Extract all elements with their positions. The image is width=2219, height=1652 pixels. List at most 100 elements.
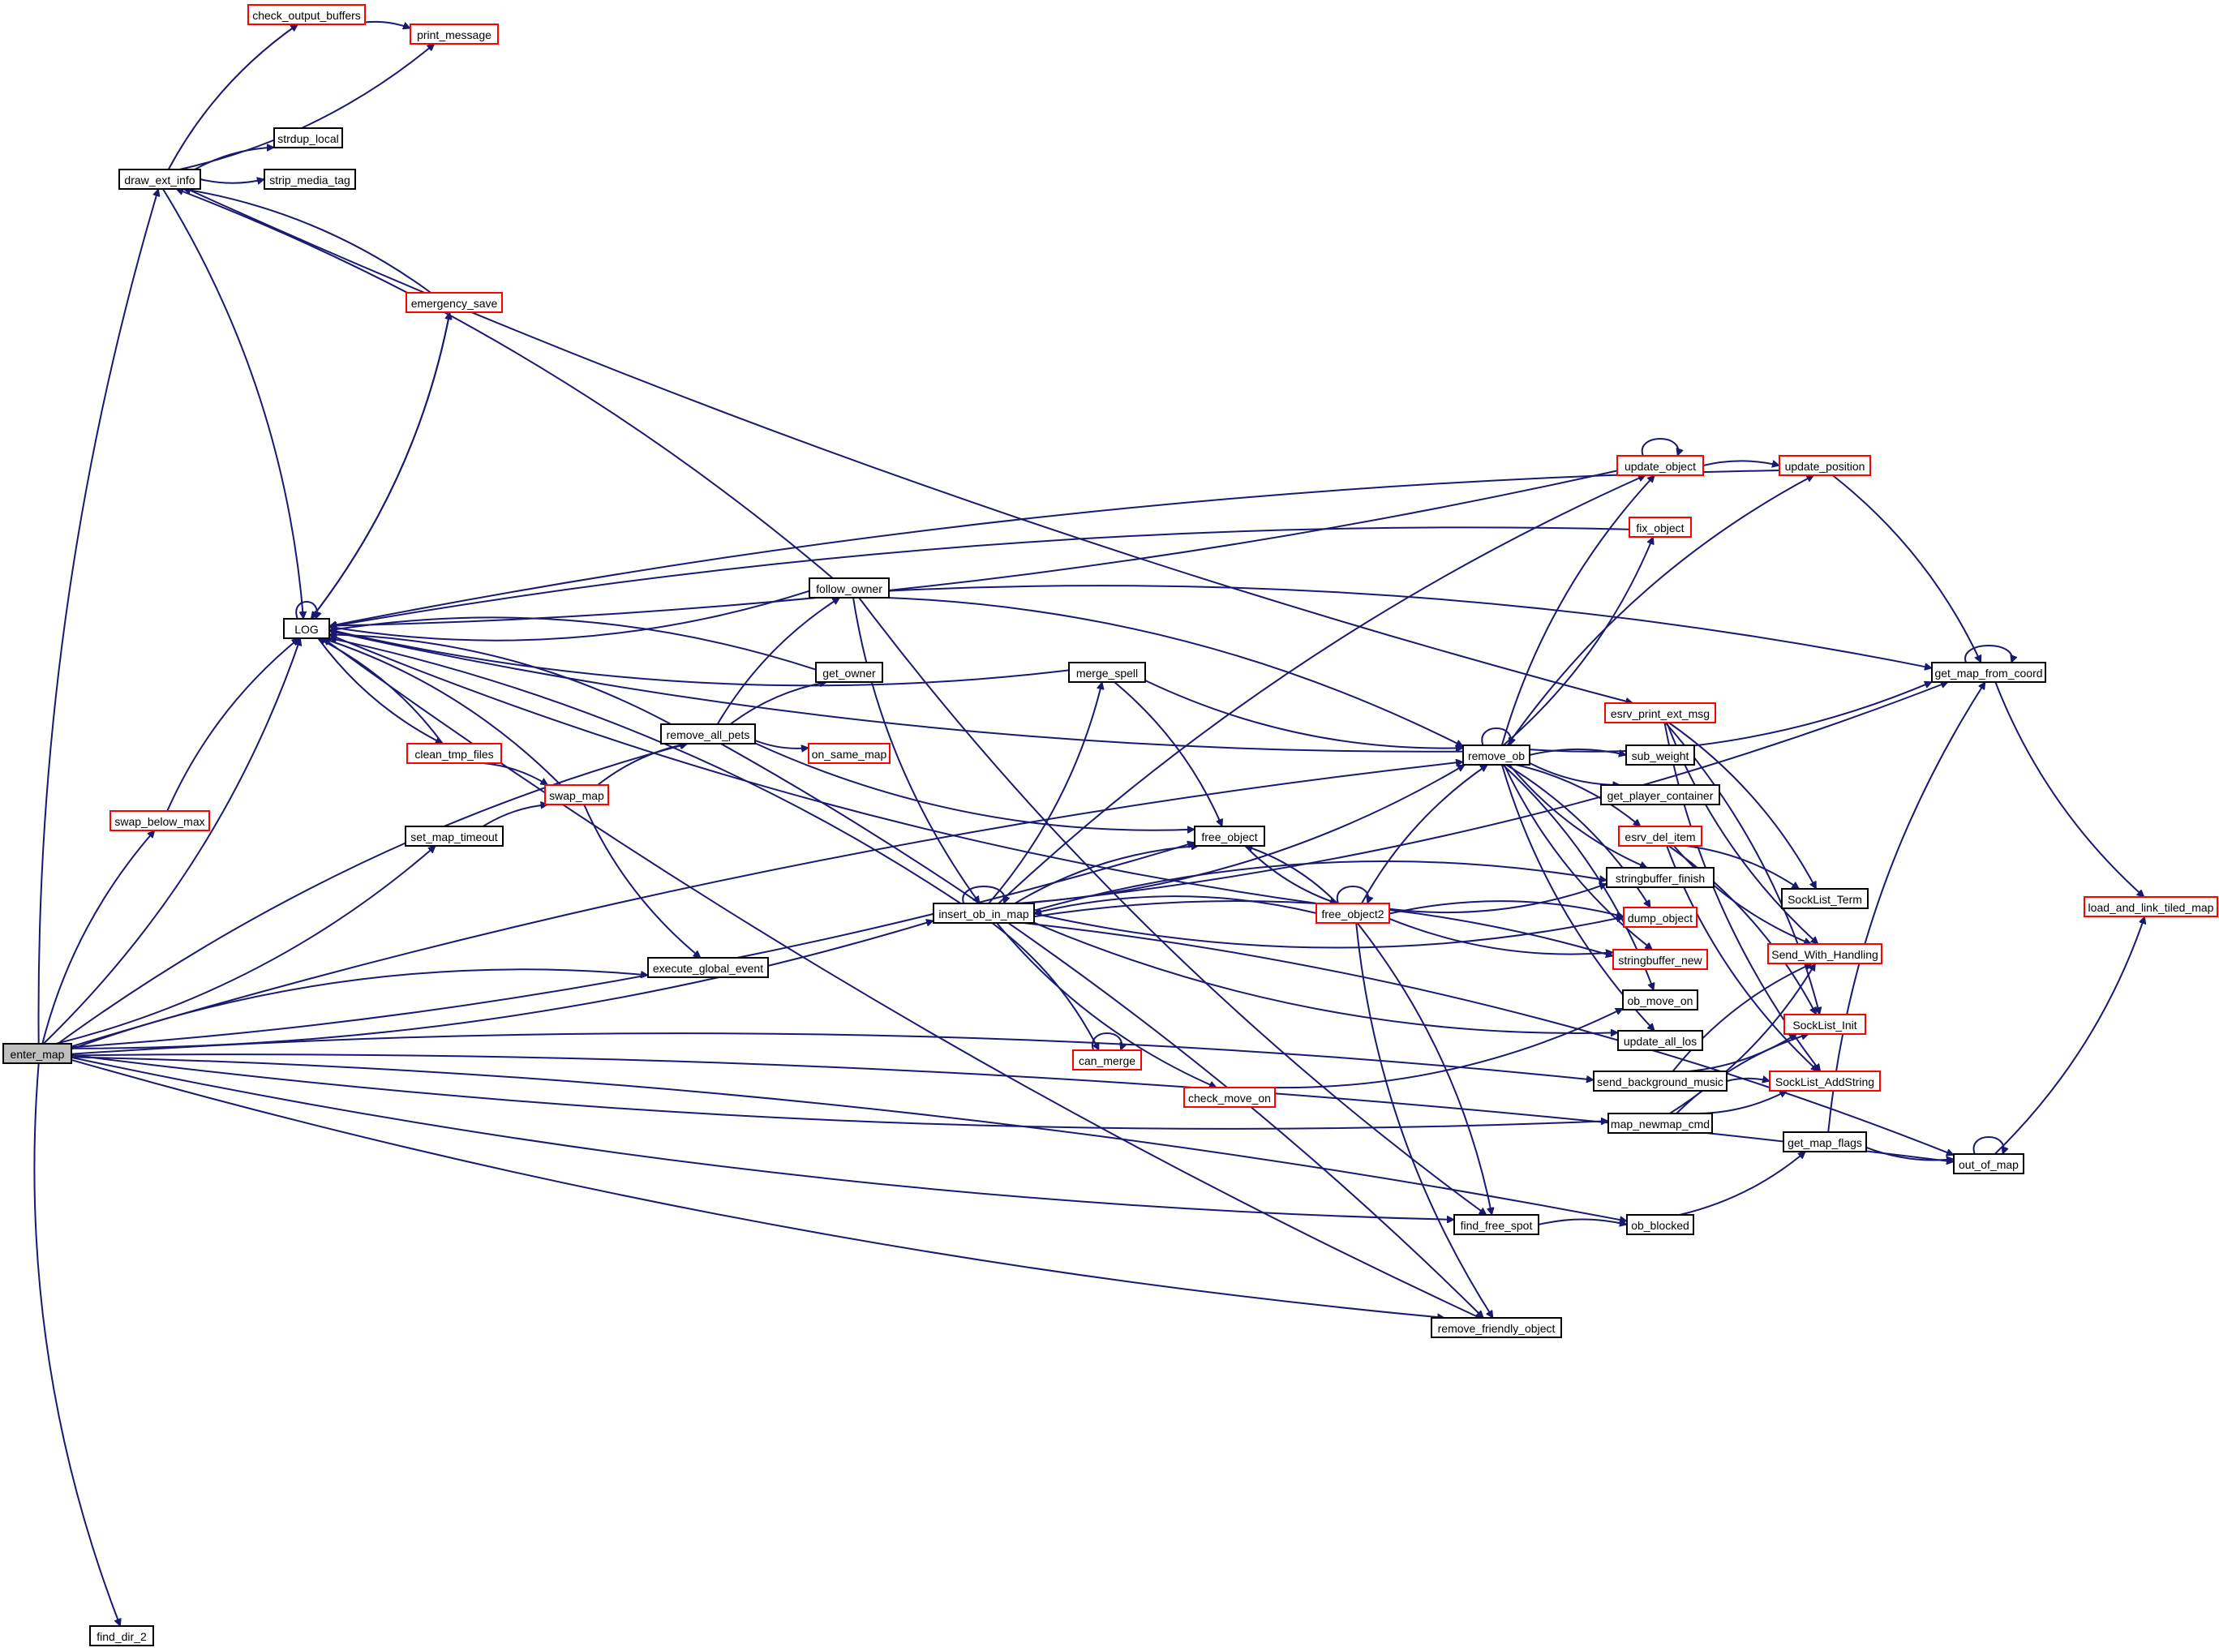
node-box bbox=[1606, 867, 1715, 888]
edge-enter_map-to-execute_global_event bbox=[71, 968, 648, 1050]
node-label: esrv_print_ext_msg bbox=[1611, 707, 1710, 720]
node-box bbox=[1623, 907, 1698, 928]
node-update_object[interactable]: update_object bbox=[1616, 455, 1704, 476]
node-free_object[interactable]: free_object bbox=[1194, 826, 1265, 847]
node-SockList_Init[interactable]: SockList_Init bbox=[1783, 1014, 1866, 1035]
edge-insert_ob_in_map-to-stringbuffer_finish bbox=[1033, 860, 1607, 912]
edge-remove_all_pets-to-follow_owner bbox=[716, 597, 840, 725]
node-merge_spell[interactable]: merge_spell bbox=[1068, 662, 1146, 683]
node-Send_With_Handling[interactable]: Send_With_Handling bbox=[1767, 943, 1882, 964]
node-free_object2[interactable]: free_object2 bbox=[1316, 903, 1390, 924]
edge-insert_ob_in_map-to-free_object bbox=[1014, 846, 1198, 904]
node-remove_all_pets[interactable]: remove_all_pets bbox=[660, 723, 756, 744]
edge-enter_map-to-free_object bbox=[71, 843, 1195, 1049]
node-SockList_AddString[interactable]: SockList_AddString bbox=[1769, 1071, 1881, 1092]
node-dump_object[interactable]: dump_object bbox=[1623, 907, 1698, 928]
node-print_message[interactable]: print_message bbox=[410, 24, 499, 45]
node-label: remove_friendly_object bbox=[1438, 1322, 1556, 1335]
edge-free_object2-to-find_free_spot bbox=[1356, 922, 1492, 1215]
node-insert_ob_in_map[interactable]: insert_ob_in_map bbox=[933, 903, 1035, 924]
node-enter_map[interactable]: enter_map bbox=[2, 1043, 72, 1064]
node-on_same_map[interactable]: on_same_map bbox=[808, 743, 891, 764]
node-remove_friendly_object[interactable]: remove_friendly_object bbox=[1431, 1317, 1562, 1338]
edge-follow_owner-to-remove_ob bbox=[886, 597, 1464, 748]
node-box bbox=[1593, 1071, 1728, 1092]
node-box bbox=[1769, 1071, 1881, 1092]
node-label: swap_map bbox=[549, 789, 604, 802]
node-set_map_timeout[interactable]: set_map_timeout bbox=[405, 826, 504, 847]
node-get_map_from_coord[interactable]: get_map_from_coord bbox=[1931, 662, 2046, 683]
node-check_output_buffers[interactable]: check_output_buffers bbox=[247, 4, 366, 25]
node-label: follow_owner bbox=[816, 582, 882, 595]
node-follow_owner[interactable]: follow_owner bbox=[809, 577, 890, 599]
node-box bbox=[2, 1043, 72, 1064]
node-get_owner[interactable]: get_owner bbox=[815, 662, 883, 683]
node-remove_ob[interactable]: remove_ob bbox=[1462, 744, 1530, 766]
node-swap_below_max[interactable]: swap_below_max bbox=[109, 810, 210, 831]
node-check_move_on[interactable]: check_move_on bbox=[1183, 1087, 1276, 1108]
node-box bbox=[1068, 662, 1146, 683]
node-esrv_del_item[interactable]: esrv_del_item bbox=[1618, 826, 1702, 847]
node-swap_map[interactable]: swap_map bbox=[544, 784, 609, 805]
node-label: LOG bbox=[294, 623, 319, 636]
edge-remove_all_pets-to-LOG bbox=[329, 634, 672, 725]
node-emergency_save[interactable]: emergency_save bbox=[406, 292, 503, 313]
edge-can_merge-to-can_merge bbox=[1091, 1032, 1122, 1050]
node-box bbox=[1604, 702, 1716, 723]
node-strdup_local[interactable]: strdup_local bbox=[273, 127, 343, 148]
node-update_position[interactable]: update_position bbox=[1779, 455, 1871, 476]
edge-swap_below_max-to-LOG bbox=[166, 637, 299, 812]
edge-out_of_map-to-out_of_map bbox=[1972, 1136, 2004, 1154]
edge-free_object2-to-free_object bbox=[1245, 846, 1338, 904]
node-map_newmap_cmd[interactable]: map_newmap_cmd bbox=[1607, 1113, 1713, 1134]
node-label: insert_ob_in_map bbox=[938, 908, 1029, 920]
node-sub_weight[interactable]: sub_weight bbox=[1625, 744, 1695, 766]
edge-insert_ob_in_map-to-out_of_map bbox=[1022, 922, 1954, 1155]
node-out_of_map[interactable]: out_of_map bbox=[1953, 1153, 2024, 1174]
node-label: free_object2 bbox=[1321, 908, 1384, 920]
nodes-layer: enter_map draw_ext_info check_output_buffe… bbox=[2, 4, 2218, 1646]
node-draw_ext_info[interactable]: draw_ext_info bbox=[118, 169, 201, 190]
edge-LOG-to-clean_tmp_files bbox=[317, 637, 443, 744]
node-find_dir_2[interactable]: find_dir_2 bbox=[89, 1625, 154, 1646]
edge-emergency_save-to-LOG bbox=[310, 311, 451, 619]
node-send_background_music[interactable]: send_background_music bbox=[1593, 1071, 1728, 1092]
node-box bbox=[109, 810, 210, 831]
node-label: remove_ob bbox=[1468, 749, 1525, 762]
node-box bbox=[283, 618, 330, 639]
node-LOG[interactable]: LOG bbox=[283, 618, 330, 639]
node-update_all_los[interactable]: update_all_los bbox=[1617, 1030, 1703, 1051]
node-find_free_spot[interactable]: find_free_spot bbox=[1453, 1214, 1539, 1235]
node-SockList_Term[interactable]: SockList_Term bbox=[1781, 888, 1869, 909]
edge-get_map_from_coord-to-get_map_from_coord bbox=[1964, 645, 2012, 663]
edge-get_map_from_coord-to-load_and_link_tiled_map bbox=[1994, 681, 2144, 898]
node-clean_tmp_files[interactable]: clean_tmp_files bbox=[406, 743, 502, 764]
node-can_merge[interactable]: can_merge bbox=[1072, 1049, 1142, 1071]
node-load_and_link_tiled_map[interactable]: load_and_link_tiled_map bbox=[2084, 896, 2218, 917]
node-stringbuffer_finish[interactable]: stringbuffer_finish bbox=[1606, 867, 1715, 888]
edge-free_object2-to-remove_ob bbox=[1361, 764, 1487, 904]
node-box bbox=[406, 292, 503, 313]
node-box bbox=[1612, 949, 1708, 970]
node-ob_move_on[interactable]: ob_move_on bbox=[1622, 989, 1698, 1011]
node-strip_media_tag[interactable]: strip_media_tag bbox=[264, 169, 356, 190]
edge-map_newmap_cmd-to-SockList_Init bbox=[1676, 1034, 1809, 1114]
edge-draw_ext_info-to-check_output_buffers bbox=[167, 24, 298, 170]
node-box bbox=[1600, 784, 1720, 805]
node-ob_blocked[interactable]: ob_blocked bbox=[1626, 1214, 1694, 1235]
node-label: update_object bbox=[1625, 460, 1696, 473]
node-box bbox=[1767, 943, 1882, 964]
node-label: dump_object bbox=[1628, 912, 1693, 925]
node-box bbox=[660, 723, 756, 744]
edge-draw_ext_info-to-LOG bbox=[162, 188, 303, 619]
node-stringbuffer_new[interactable]: stringbuffer_new bbox=[1612, 949, 1708, 970]
node-execute_global_event[interactable]: execute_global_event bbox=[647, 957, 769, 978]
node-fix_object[interactable]: fix_object bbox=[1629, 517, 1692, 538]
node-get_map_flags[interactable]: get_map_flags bbox=[1783, 1131, 1867, 1152]
edge-follow_owner-to-LOG bbox=[329, 590, 810, 641]
edge-find_free_spot-to-ob_blocked bbox=[1538, 1218, 1627, 1225]
node-label: get_player_container bbox=[1607, 789, 1714, 802]
node-label: find_dir_2 bbox=[97, 1630, 147, 1643]
node-get_player_container[interactable]: get_player_container bbox=[1600, 784, 1720, 805]
node-esrv_print_ext_msg[interactable]: esrv_print_ext_msg bbox=[1604, 702, 1716, 723]
